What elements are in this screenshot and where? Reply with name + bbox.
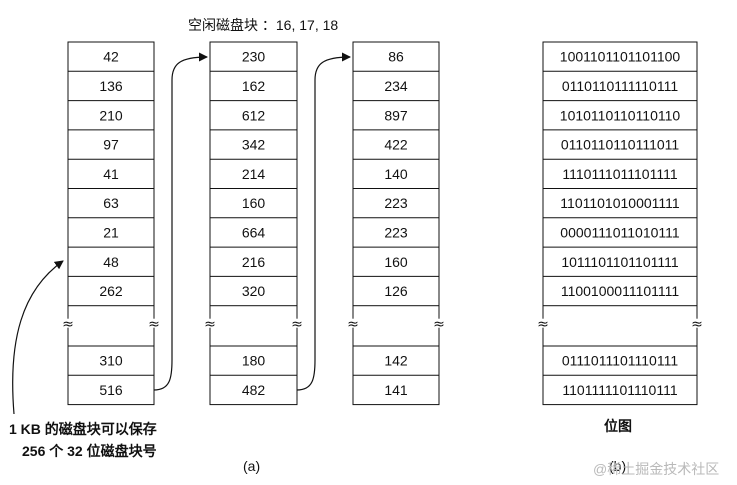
list-2-break-left: ≈ [204, 317, 216, 333]
list-1-cell: 97 [103, 137, 119, 153]
list-1-break-mask [145, 318, 163, 328]
bitmap-break-mask [534, 318, 552, 328]
bitmap-cell: 1001101101101100 [560, 49, 681, 65]
list-2-cell: 664 [242, 224, 266, 240]
list-1-break-mask [59, 318, 77, 328]
list-1-break-right: ≈ [148, 317, 160, 333]
list-2-cell: 180 [242, 353, 266, 369]
bitmap-cell: 1010110110110110 [560, 107, 681, 123]
bitmap-top-frame [542, 41, 698, 307]
list-3-break-mask [430, 318, 448, 328]
note-line-2: 256 个 32 位磁盘块号 [22, 443, 157, 459]
list-3-cell: 223 [384, 195, 408, 211]
list-3-cell: 234 [384, 78, 408, 94]
list-2-cell: 482 [242, 382, 266, 398]
bitmap-cell: 1011101101101111 [561, 254, 679, 270]
bitmap-cell: 0110110110111011 [561, 137, 680, 153]
list-3-top-frame [352, 41, 440, 307]
list-1-cell: 262 [99, 283, 123, 299]
list-1-break-left: ≈ [62, 317, 74, 333]
list-2-break-right: ≈ [291, 317, 303, 333]
list-1-top-frame [67, 41, 155, 307]
list-3-cell: 897 [384, 107, 408, 123]
list-1-cell: 210 [99, 107, 123, 123]
bitmap-cell: 0111011101110111 [562, 353, 678, 369]
list-3-break-left: ≈ [347, 317, 359, 333]
list-2-cell: 214 [242, 166, 266, 182]
link-arrow-2 [296, 52, 351, 391]
bitmap-break-left: ≈ [537, 317, 549, 333]
list-1-cell: 136 [99, 78, 123, 94]
list-3-cell: 223 [384, 224, 408, 240]
list-2-cell: 216 [242, 254, 266, 270]
list-2-cell: 230 [242, 49, 266, 65]
note-line-1: 1 KB 的磁盘块可以保存 [9, 421, 157, 437]
list-3-cell: 141 [384, 382, 408, 398]
bitmap-break-right: ≈ [691, 317, 703, 333]
bitmap-cell: 0000111011010111 [560, 224, 680, 240]
list-2-cell: 162 [242, 78, 266, 94]
list-2-cell: 160 [242, 195, 266, 211]
list-1-cell: 63 [103, 195, 119, 211]
list-3-break-mask [344, 318, 362, 328]
watermark: @稀土掘金技术社区 [593, 461, 720, 477]
note-arrow [12, 260, 64, 415]
list-2-break-mask [201, 318, 219, 328]
list-2-cell: 342 [242, 137, 266, 153]
bitmap-cell: 1101101010001111 [560, 195, 680, 211]
bitmap-break-mask [688, 318, 706, 328]
list-3-cell: 86 [388, 49, 404, 65]
list-2-cell: 612 [242, 107, 266, 123]
bitmap-cell: 1100100011101111 [561, 283, 680, 299]
list-2-top-frame [209, 41, 298, 307]
bitmap-cell: 0110110111110111 [562, 78, 678, 94]
list-1-cell: 310 [99, 353, 123, 369]
list-3-break-right: ≈ [433, 317, 445, 333]
free-blocks-label: 空闲磁盘块 ：16, 17, 18 [188, 17, 339, 33]
list-1-cell: 41 [103, 166, 119, 182]
list-1-cell: 42 [103, 49, 119, 65]
list-2-cell: 320 [242, 283, 266, 299]
list-1-cell: 516 [99, 382, 123, 398]
list-1-cell: 48 [103, 254, 119, 270]
bitmap-cell: 1110111011101111 [562, 166, 677, 182]
list-2-break-mask [288, 318, 306, 328]
list-1-cell: 21 [103, 224, 119, 240]
caption-a: (a) [243, 458, 261, 474]
list-3-cell: 160 [384, 254, 408, 270]
list-3-cell: 422 [384, 137, 408, 153]
list-3-cell: 142 [384, 353, 408, 369]
bitmap-cell: 1101111101110111 [562, 382, 677, 398]
bitmap-label: 位图 [604, 418, 632, 434]
link-arrow-1 [153, 52, 208, 391]
caption-b: (b) [609, 458, 627, 474]
list-3-cell: 140 [384, 166, 408, 182]
list-3-cell: 126 [384, 283, 408, 299]
